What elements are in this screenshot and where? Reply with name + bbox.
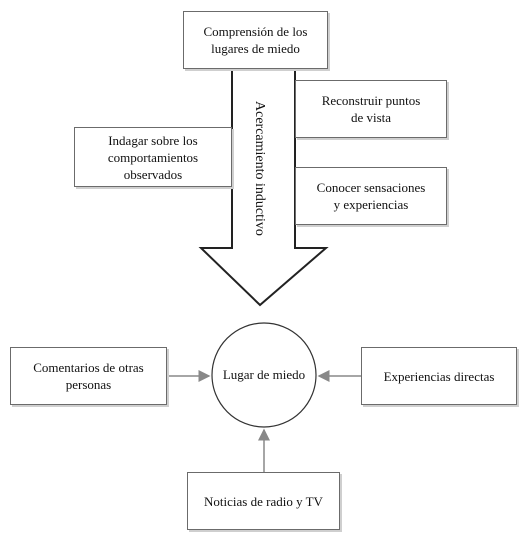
bottom-box: Noticias de radio y TV xyxy=(187,472,340,530)
left-bottom-box: Comentarios de otras personas xyxy=(10,347,167,405)
arrow-label: Acercamiento inductivo xyxy=(252,100,267,236)
right-box-sensations: Conocer sensaciones y experiencias xyxy=(295,167,447,225)
top-box: Comprensión de los lugares de miedo xyxy=(183,11,328,69)
center-label: Lugar de miedo xyxy=(222,367,306,382)
center-circle xyxy=(211,322,317,428)
left-box-investigate: Indagar sobre los comportamientos observ… xyxy=(74,127,232,187)
right-box-reconstruct: Reconstruir puntos de vista xyxy=(295,80,447,138)
right-bottom-box: Experiencias directas xyxy=(361,347,517,405)
